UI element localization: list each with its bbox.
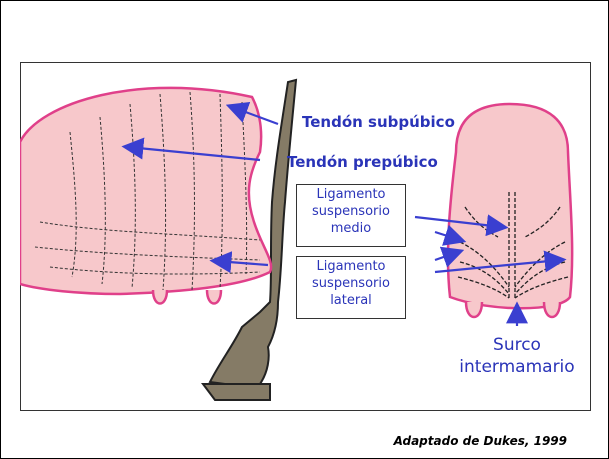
ligamento-medio-line-3: medio: [297, 220, 405, 237]
ligamento-lateral-line-3: lateral: [297, 292, 405, 309]
ligamento-medio-line-1: Ligamento: [297, 186, 405, 203]
box-ligamento-medio: Ligamento suspensorio medio: [296, 184, 406, 247]
surco-line-1: Surco: [455, 334, 579, 356]
ligamento-lateral-line-2: suspensorio: [297, 275, 405, 292]
ligamento-medio-line-2: suspensorio: [297, 203, 405, 220]
surco-line-2: intermamario: [455, 356, 579, 378]
side-teat-1: [153, 290, 167, 304]
front-teat-left: [466, 302, 482, 317]
label-surco-intermamario: Surco intermamario: [455, 334, 579, 378]
front-udder-outline: [448, 104, 572, 308]
source-credit: Adaptado de Dukes, 1999: [394, 434, 567, 448]
label-tendon-prepubico: Tendón prepúbico: [287, 153, 438, 171]
cow-hoof: [203, 384, 270, 400]
label-tendon-subpubico: Tendón subpúbico: [302, 113, 455, 131]
ligamento-lateral-line-1: Ligamento: [297, 258, 405, 275]
side-teat-2: [207, 290, 221, 304]
box-ligamento-lateral: Ligamento suspensorio lateral: [296, 256, 406, 319]
front-teat-right: [544, 302, 560, 317]
